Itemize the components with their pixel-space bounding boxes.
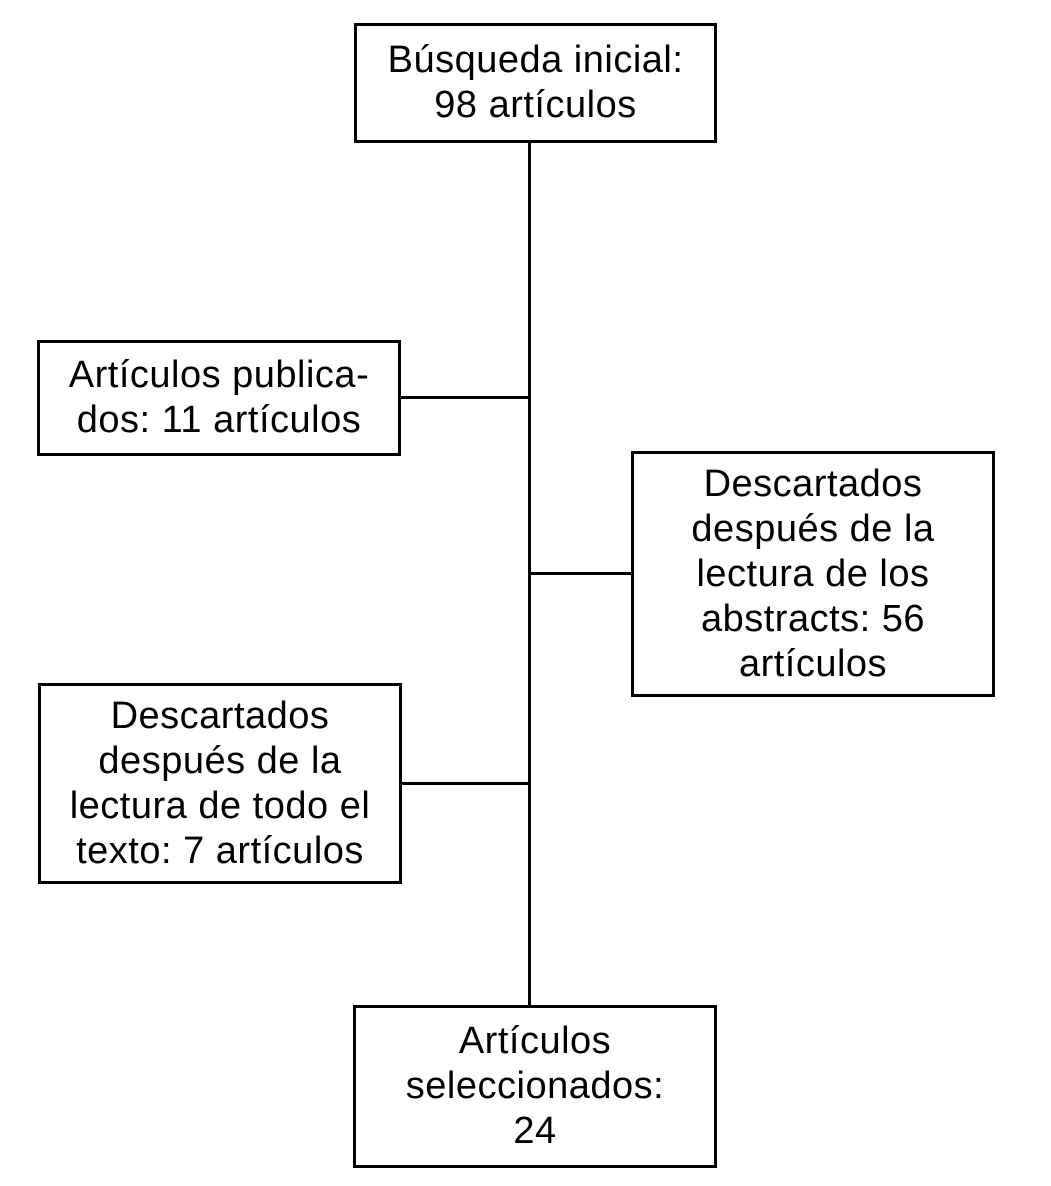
box-text-line: Búsqueda inicial: xyxy=(387,39,684,81)
box-text-line: Descartados xyxy=(703,462,923,505)
box-text-line: 24 xyxy=(513,1110,557,1152)
box-text-line: después de la xyxy=(98,739,342,782)
box-text-line: Artículos xyxy=(458,1020,612,1062)
connector-discarded-fulltext-branch xyxy=(402,782,529,785)
flowchart-box-initial-search: Búsqueda inicial: 98 artículos xyxy=(354,23,717,143)
connector-published-branch xyxy=(401,396,529,399)
box-text-line: texto: 7 artículos xyxy=(76,829,364,872)
box-text-line: abstracts: 56 xyxy=(700,597,926,640)
box-text-line: 98 artículos xyxy=(434,84,637,126)
flowchart-box-published-articles: Artículos publica- dos: 11 artículos xyxy=(37,340,401,456)
box-text-line: dos: 11 artículos xyxy=(76,399,362,441)
connector-vertical-spine xyxy=(528,143,531,1005)
box-text-line: Descartados xyxy=(110,694,330,737)
flowchart-box-discarded-after-abstracts: Descartados después de la lectura de los… xyxy=(631,451,995,697)
box-text-line: después de la xyxy=(691,507,935,550)
box-text-line: lectura de todo el xyxy=(69,784,371,827)
box-text-line: Artículos publica- xyxy=(68,354,370,396)
box-text-line: artículos xyxy=(738,642,888,685)
connector-discarded-abstracts-branch xyxy=(530,572,632,575)
flowchart-box-discarded-after-fulltext: Descartados después de la lectura de tod… xyxy=(38,683,402,884)
flowchart-box-selected-articles: Artículos seleccionados: 24 xyxy=(353,1005,717,1168)
box-text-line: lectura de los xyxy=(696,552,930,595)
box-text-line: seleccionados: xyxy=(405,1065,665,1107)
